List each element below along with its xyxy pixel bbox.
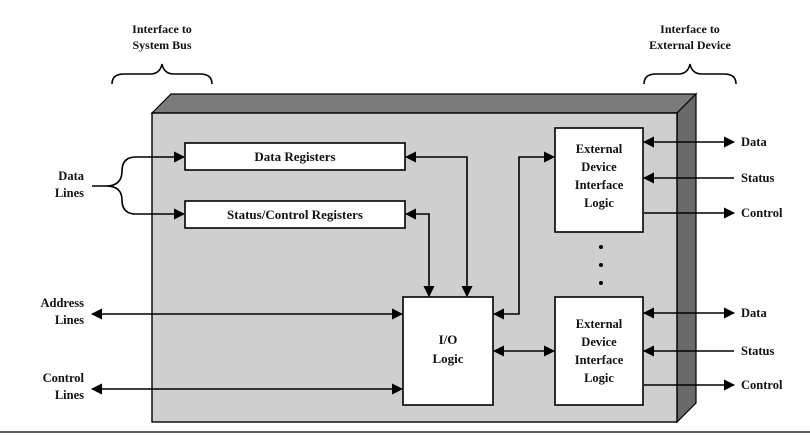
ext-top-line4: Logic [584,196,614,210]
bottom-control-label: Control [741,378,783,392]
ext-bottom-line1: External [576,317,623,331]
ext-top-line2: Device [581,160,617,174]
module-top-face [150,93,698,114]
bottom-status-label: Status [741,344,774,358]
ellipsis-dot-2 [599,263,603,267]
top-data-label: Data [741,135,767,149]
ext-bottom-line4: Logic [584,371,614,385]
control-lines-label-2: Lines [55,388,84,402]
ellipsis-dot-3 [599,281,603,285]
data-lines-label-1: Data [58,169,84,183]
data-registers-to-io-logic [404,151,473,298]
data-lines-fork [92,156,137,215]
status-control-registers-label: Status/Control Registers [227,207,363,222]
external-device-logic-top-box [554,127,644,233]
bottom-data-label: Data [741,306,767,320]
external-device-logic-bottom-box [554,296,644,406]
ext-top-line3: Interface [575,178,624,192]
io-logic-label-2: Logic [432,351,463,366]
ext-top-line1: External [576,142,623,156]
right-header-line2: External Device [649,38,731,52]
module-side-face [676,92,697,424]
io-logic-label-1: I/O [439,332,458,347]
address-lines-label-1: Address [40,296,84,310]
right-header-line1: Interface to [660,22,720,36]
control-lines-label-1: Control [43,371,85,385]
address-lines-label-2: Lines [55,313,84,327]
top-status-label: Status [741,171,774,185]
ellipsis-dot-1 [599,245,603,249]
ext-bottom-line2: Device [581,335,617,349]
left-header-line2: System Bus [132,38,191,52]
top-control-label: Control [741,206,783,220]
data-registers-box [184,142,406,171]
ext-bottom-line3: Interface [575,353,624,367]
data-registers-label: Data Registers [254,149,335,164]
io-logic-to-ext-top [492,151,556,320]
status-registers-to-io-logic [404,208,435,298]
left-header-line1: Interface to [132,22,192,36]
status-control-registers-box [184,200,406,229]
data-lines-label-2: Lines [55,186,84,200]
right-brace [643,63,737,85]
left-brace [111,63,213,85]
